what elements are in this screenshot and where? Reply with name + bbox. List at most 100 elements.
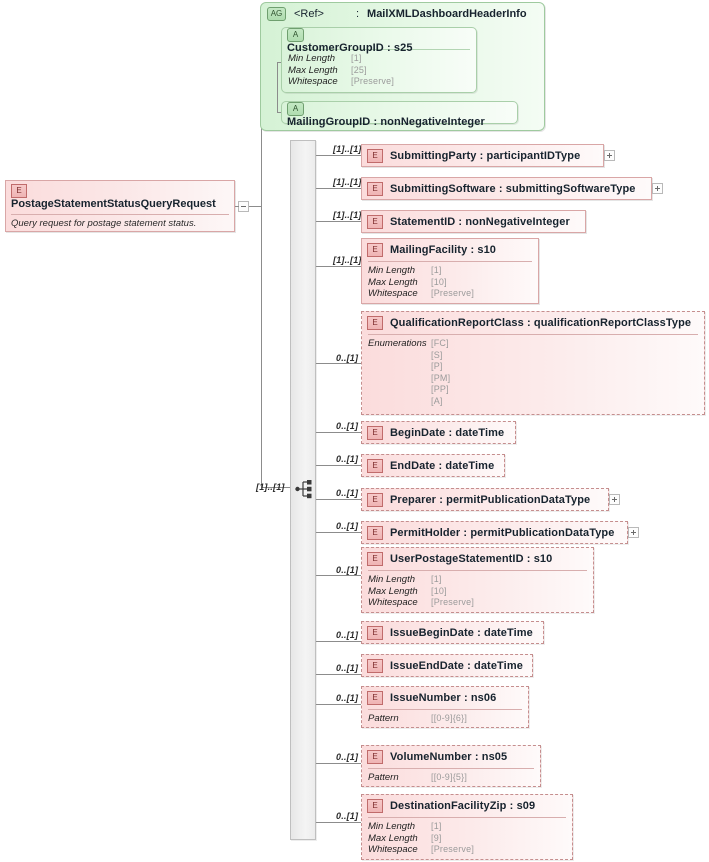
plus-icon-vertical bbox=[633, 530, 634, 535]
sequence-cardinality-label: [1]..[1] bbox=[256, 482, 285, 492]
expand-toggle-submittingparty[interactable] bbox=[604, 150, 615, 161]
facet-row: Max Length [25] bbox=[288, 65, 470, 77]
facet-name: Whitespace bbox=[368, 288, 418, 299]
facet-name bbox=[368, 373, 431, 385]
cardinality-label-userpostagestatementid: 0..[1] bbox=[336, 565, 359, 575]
attribute-group-name: MailXMLDashboardHeaderInfo bbox=[367, 7, 527, 20]
element-node-issuebegindate[interactable]: E IssueBeginDate : dateTime bbox=[361, 621, 544, 644]
plus-icon-vertical bbox=[657, 186, 658, 191]
element-badge-icon: E bbox=[367, 493, 383, 507]
cardinality-label-issuebegindate: 0..[1] bbox=[336, 630, 359, 640]
facet-name: Min Length bbox=[368, 574, 416, 585]
attribute-group-badge-icon: AG bbox=[267, 6, 286, 21]
facet-row: Max Length [9] bbox=[368, 833, 566, 845]
facet-name: Pattern bbox=[368, 772, 399, 783]
cardinality-label-qualificationreportclass: 0..[1] bbox=[336, 353, 359, 363]
facet-name bbox=[368, 350, 431, 362]
cardinality-label-submittingsoftware: [1]..[1] bbox=[333, 177, 362, 187]
facet-row: Min Length [1] bbox=[368, 821, 566, 833]
element-title: IssueBeginDate : dateTime bbox=[390, 627, 533, 639]
element-node-begindate[interactable]: E BeginDate : dateTime bbox=[361, 421, 516, 444]
facet-value: [Preserve] bbox=[431, 288, 475, 298]
facet-row: Whitespace [Preserve] bbox=[288, 76, 470, 88]
connector-line bbox=[316, 188, 361, 189]
element-node-issuenumber[interactable]: E IssueNumber : ns06 Pattern [[0-9]{6}] bbox=[361, 686, 529, 728]
facet-row: Pattern [[0-9]{6}] bbox=[368, 713, 522, 725]
element-node-issueenddate[interactable]: E IssueEndDate : dateTime bbox=[361, 654, 533, 677]
attribute-node-mailinggroupid[interactable]: A MailingGroupID : nonNegativeInteger bbox=[281, 101, 518, 128]
minus-icon bbox=[241, 206, 246, 207]
facet-name bbox=[368, 396, 431, 408]
sequence-icon bbox=[295, 480, 312, 499]
connector-line bbox=[316, 363, 361, 364]
expand-toggle-preparer[interactable] bbox=[609, 494, 620, 505]
element-node-volumenumber[interactable]: E VolumeNumber : ns05 Pattern [[0-9]{5}] bbox=[361, 745, 541, 787]
element-title: MailingFacility : s10 bbox=[390, 244, 497, 256]
facet-value: [FC] bbox=[431, 338, 449, 348]
facet-name: Pattern bbox=[368, 713, 399, 724]
facet-value: [1] bbox=[431, 574, 442, 584]
connector-line bbox=[316, 822, 361, 823]
facet-name: Whitespace bbox=[368, 597, 418, 608]
element-node-statementid[interactable]: E StatementID : nonNegativeInteger bbox=[361, 210, 586, 233]
element-title: PermitHolder : permitPublicationDataType bbox=[390, 527, 615, 539]
facet-value: [[0-9]{6}] bbox=[431, 713, 468, 723]
facet-value: [1] bbox=[351, 53, 362, 63]
root-element-node[interactable]: E PostageStatementStatusQueryRequest Que… bbox=[5, 180, 235, 232]
facet-value: [Preserve] bbox=[431, 844, 475, 854]
element-title-row: E DestinationFacilityZip : s09 bbox=[362, 795, 572, 817]
element-title-row: E BeginDate : dateTime bbox=[362, 422, 515, 444]
facet-name bbox=[368, 361, 431, 373]
facet-name: Whitespace bbox=[368, 844, 418, 855]
root-element-description: Query request for postage statement stat… bbox=[11, 214, 229, 229]
cardinality-label-preparer: 0..[1] bbox=[336, 488, 359, 498]
expand-toggle-permitholder[interactable] bbox=[628, 527, 639, 538]
element-badge-icon: E bbox=[11, 184, 27, 198]
facet-name: Min Length bbox=[288, 53, 336, 64]
element-facets: Min Length [1] Max Length [10] Whitespac… bbox=[368, 261, 532, 304]
element-title: QualificationReportClass : qualification… bbox=[390, 317, 692, 329]
element-node-userpostagestatementid[interactable]: E UserPostageStatementID : s10 Min Lengt… bbox=[361, 547, 594, 613]
element-title-row: E SubmittingSoftware : submittingSoftwar… bbox=[362, 178, 651, 200]
element-facets: Pattern [[0-9]{5}] bbox=[368, 768, 534, 788]
element-facets: Min Length [1] Max Length [9] Whitespace… bbox=[368, 817, 566, 860]
facet-value: [P] bbox=[431, 361, 443, 371]
facet-row: Whitespace [Preserve] bbox=[368, 597, 587, 609]
connector-line bbox=[316, 266, 361, 267]
root-collapse-toggle[interactable] bbox=[238, 201, 249, 212]
facet-value: [S] bbox=[431, 349, 443, 360]
element-node-qualificationreportclass[interactable]: E QualificationReportClass : qualificati… bbox=[361, 311, 705, 415]
facet-row: [PM] bbox=[368, 373, 698, 385]
facet-name: Max Length bbox=[368, 832, 418, 844]
element-title: SubmittingSoftware : submittingSoftwareT… bbox=[390, 183, 636, 195]
element-node-permitholder[interactable]: E PermitHolder : permitPublicationDataTy… bbox=[361, 521, 628, 544]
facet-row: Max Length [10] bbox=[368, 586, 587, 598]
connector-line bbox=[316, 499, 361, 500]
element-node-destinationfacilityzip[interactable]: E DestinationFacilityZip : s09 Min Lengt… bbox=[361, 794, 573, 860]
connector-line bbox=[316, 763, 361, 764]
expand-toggle-submittingsoftware[interactable] bbox=[652, 183, 663, 194]
connector-line bbox=[316, 674, 361, 675]
element-badge-icon: E bbox=[367, 316, 383, 330]
element-badge-icon: E bbox=[367, 459, 383, 473]
element-facets: Pattern [[0-9]{6}] bbox=[368, 709, 522, 729]
element-node-enddate[interactable]: E EndDate : dateTime bbox=[361, 454, 505, 477]
element-badge-icon: E bbox=[367, 243, 383, 257]
element-node-preparer[interactable]: E Preparer : permitPublicationDataType bbox=[361, 488, 609, 511]
facet-value: [Preserve] bbox=[431, 597, 475, 607]
facet-row: Pattern [[0-9]{5}] bbox=[368, 772, 534, 784]
element-title: SubmittingParty : participantIDType bbox=[390, 150, 581, 162]
facet-row: Max Length [10] bbox=[368, 277, 532, 289]
attribute-title: MailingGroupID : nonNegativeInteger bbox=[287, 116, 485, 128]
element-title: StatementID : nonNegativeInteger bbox=[390, 216, 570, 228]
facet-value: [9] bbox=[431, 832, 442, 843]
cardinality-label-enddate: 0..[1] bbox=[336, 454, 359, 464]
attribute-node-customergroupid[interactable]: A CustomerGroupID : s25 Min Length [1] M… bbox=[281, 27, 477, 93]
element-title: BeginDate : dateTime bbox=[390, 427, 505, 439]
facet-value: [PM] bbox=[431, 372, 451, 383]
element-node-submittingsoftware[interactable]: E SubmittingSoftware : submittingSoftwar… bbox=[361, 177, 652, 200]
element-node-submittingparty[interactable]: E SubmittingParty : participantIDType bbox=[361, 144, 604, 167]
facet-name: Min Length bbox=[368, 821, 416, 832]
cardinality-label-begindate: 0..[1] bbox=[336, 421, 359, 431]
element-node-mailingfacility[interactable]: E MailingFacility : s10 Min Length [1] M… bbox=[361, 238, 539, 304]
